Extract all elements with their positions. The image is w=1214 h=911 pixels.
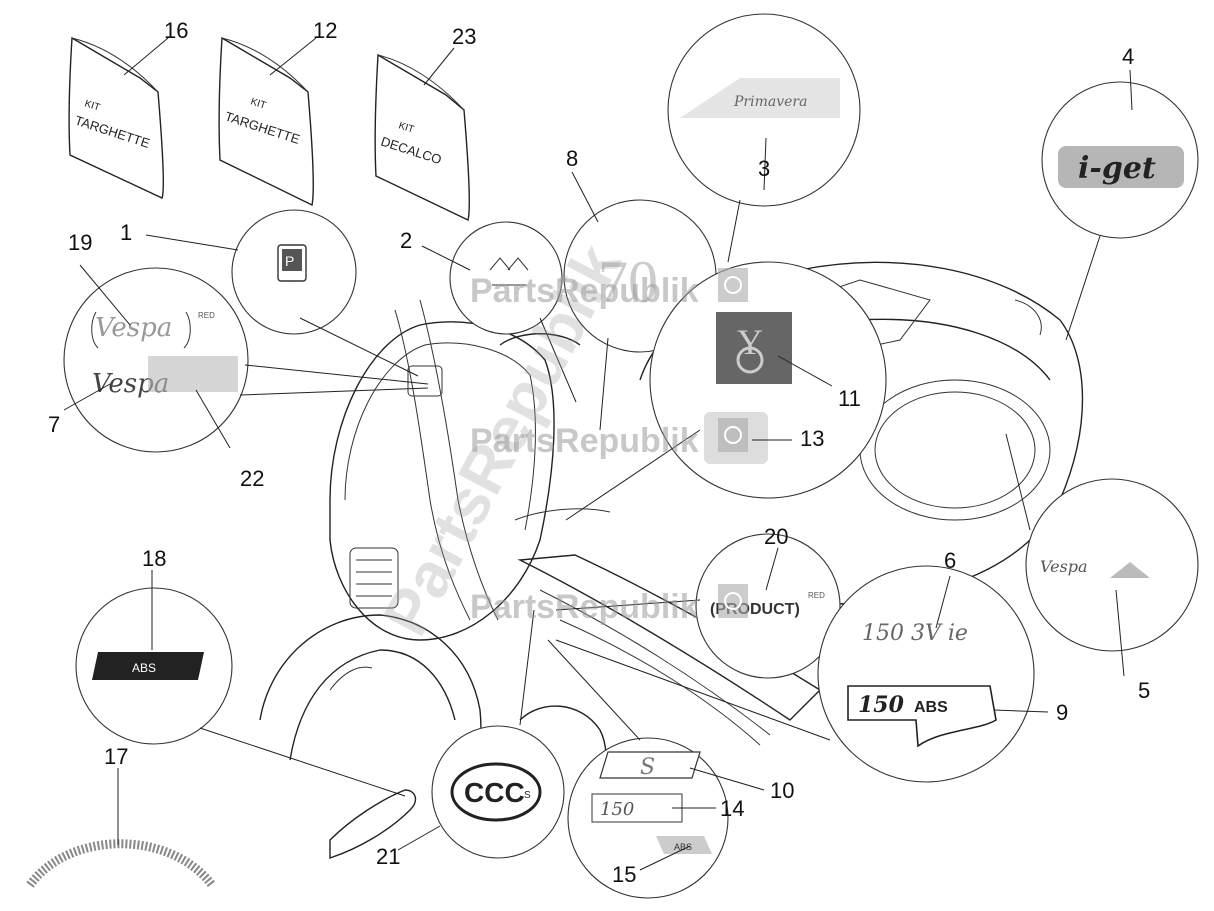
- detail-circle-s-150: S 150 ABS: [567, 737, 729, 899]
- kit-envelope-12: KIT TARGHETTE: [218, 36, 314, 207]
- callout-13: 13: [800, 426, 824, 451]
- kit-envelope-16: KIT TARGHETTE: [68, 36, 164, 199]
- vespa-side-script: Vespa: [1040, 557, 1088, 576]
- arc-decal-17: [26, 839, 216, 888]
- abs-decal-text: ABS: [132, 661, 156, 675]
- ccc-mark: CCC: [464, 777, 525, 808]
- kit-envelope-23: KIT DECALCO: [374, 53, 470, 222]
- callout-11: 11: [838, 386, 861, 411]
- callout-17: 17: [104, 744, 128, 769]
- leader-lines: [63, 37, 1133, 871]
- iget-script: i-get: [1078, 151, 1156, 186]
- red-label: RED: [198, 311, 215, 320]
- detail-circle-vespa-side: Vespa: [1025, 478, 1199, 652]
- abs-small-decal: ABS: [674, 842, 692, 852]
- callout-22: 22: [240, 466, 264, 491]
- callout-12: 12: [313, 18, 337, 43]
- callout-5: 5: [1138, 678, 1150, 703]
- gear-icon: [718, 268, 748, 302]
- primavera-script: Primavera: [733, 94, 807, 110]
- callout-16: 16: [164, 18, 188, 43]
- kit-12-line2: TARGHETTE: [223, 109, 302, 147]
- decal-150-3vie: 150 3V ie: [862, 621, 968, 646]
- detail-circle-product-red: (PRODUCT) RED: [695, 533, 841, 679]
- watermarks: PartsRepublik PartsRepublik PartsRepubli…: [369, 232, 748, 647]
- kit-16-line1: KIT: [83, 98, 101, 113]
- decal-150: 150: [600, 799, 634, 820]
- watermark-3: PartsRepublik: [470, 588, 699, 626]
- callout-6: 6: [944, 548, 956, 573]
- detail-circle-piaggio-badge: P: [231, 209, 357, 335]
- callout-4: 4: [1122, 44, 1134, 69]
- kit-23-line2: DECALCO: [379, 134, 443, 168]
- decal-150-abs-label: ABS: [914, 699, 948, 716]
- callout-9: 9: [1056, 700, 1068, 725]
- svg-text:Y: Y: [737, 322, 763, 362]
- callout-7: 7: [48, 412, 60, 437]
- kit-16-line2: TARGHETTE: [73, 113, 152, 151]
- detail-circle-150-3vie: 150 3V ie 150 ABS: [817, 565, 1035, 783]
- callout-numbers: 16 12 23 1 19 7 22 2 8 3 4 11 13 20 6 9 …: [48, 18, 1150, 887]
- callout-14: 14: [720, 796, 744, 821]
- vespa-script-19: Vespa: [95, 313, 172, 343]
- callout-10: 10: [770, 778, 794, 803]
- callout-3: 3: [758, 156, 770, 181]
- decal-150-abs-num: 150: [858, 692, 905, 718]
- callout-8: 8: [566, 146, 578, 171]
- kit-23-line1: KIT: [397, 120, 415, 135]
- detail-circle-vespa-red: Vespa RED Vespa: [63, 267, 249, 453]
- detail-circle-ccc: CCC S: [431, 725, 565, 859]
- callout-19: 19: [68, 230, 92, 255]
- callout-23: 23: [452, 24, 476, 49]
- ccc-s: S: [524, 790, 531, 801]
- svg-text:P: P: [285, 253, 294, 269]
- gear-icon: [718, 584, 748, 618]
- watermark-1: PartsRepublik: [470, 272, 699, 310]
- product-red-label: RED: [808, 591, 825, 600]
- callout-20: 20: [764, 524, 788, 549]
- callout-2: 2: [400, 228, 412, 253]
- callout-21: 21: [376, 844, 400, 869]
- detail-circle-abs: ABS: [75, 587, 233, 745]
- callout-18: 18: [142, 546, 166, 571]
- detail-circle-iget: i-get: [1041, 81, 1199, 239]
- gear-icon: [718, 418, 748, 452]
- callout-15: 15: [612, 862, 636, 887]
- svg-text:70: 70: [598, 249, 658, 315]
- detail-circle-2: [449, 221, 563, 335]
- s-logo: S: [640, 755, 655, 780]
- watermark-2: PartsRepublik: [470, 422, 699, 460]
- kit-12-line1: KIT: [249, 96, 267, 111]
- detail-circle-primavera: Primavera: [667, 13, 861, 207]
- callout-1: 1: [120, 220, 132, 245]
